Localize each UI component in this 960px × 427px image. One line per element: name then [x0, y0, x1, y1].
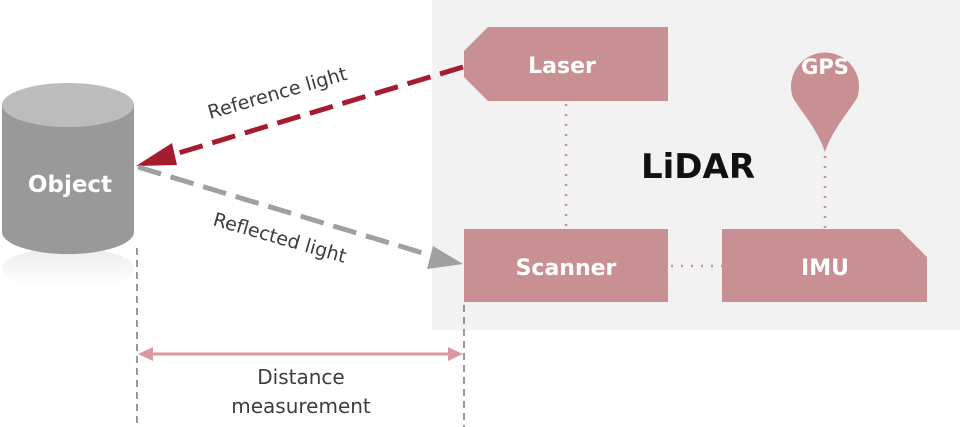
- imu-label: IMU: [801, 256, 849, 281]
- distance-label-line2: measurement: [231, 394, 371, 418]
- object-label: Object: [28, 172, 112, 198]
- gps-pin: GPS: [790, 52, 859, 152]
- laser-box: Laser: [464, 27, 668, 101]
- reflected-light-label: Reflected light: [211, 209, 349, 268]
- lidar-title: LiDAR: [641, 147, 755, 187]
- scanner-box: Scanner: [464, 229, 668, 302]
- distance-label-line1: Distance: [257, 365, 344, 389]
- laser-label: Laser: [528, 54, 596, 79]
- gps-label: GPS: [801, 55, 849, 79]
- distance-arrow: [138, 347, 463, 361]
- reference-light-label: Reference light: [205, 63, 349, 124]
- scanner-label: Scanner: [516, 256, 617, 281]
- reflected-light-arrow: [137, 164, 463, 269]
- reference-light-arrow: [136, 64, 464, 166]
- imu-box: IMU: [722, 229, 927, 302]
- object-cylinder: Object: [2, 83, 134, 288]
